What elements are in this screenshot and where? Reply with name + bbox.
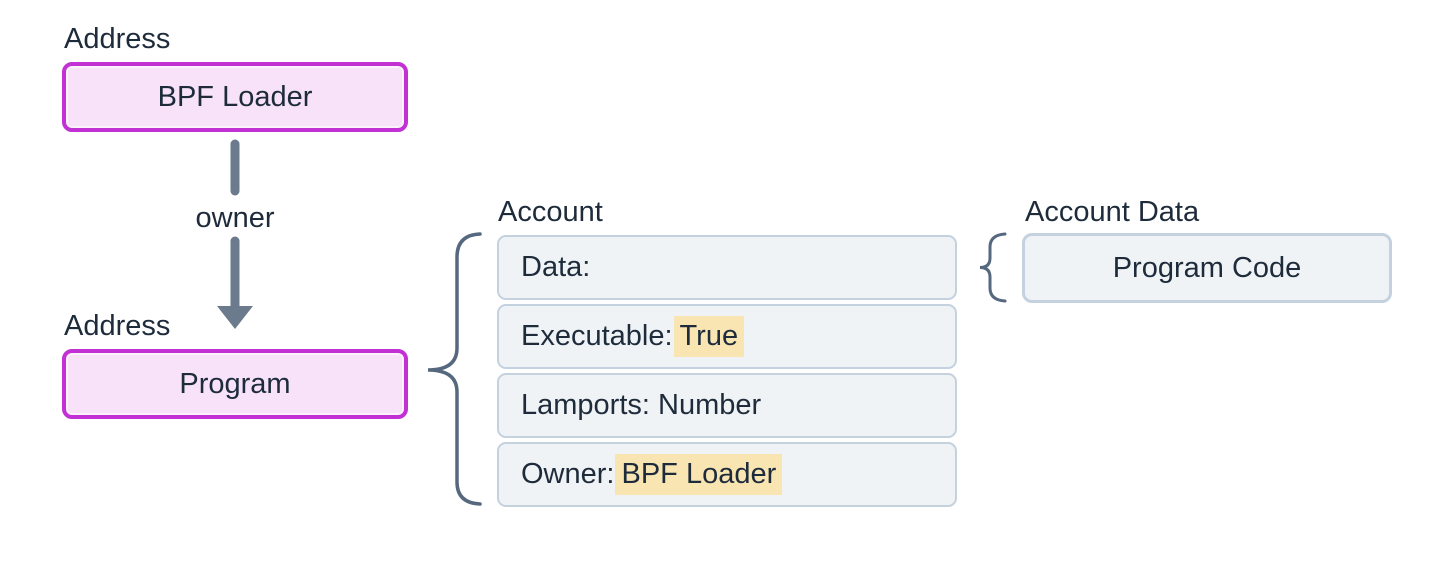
program-code-node-title: Program Code [1112, 251, 1302, 284]
account-row-data: Data: [497, 235, 957, 300]
account-row-executable-text: Executable: [521, 320, 673, 352]
bpf-loader-node: BPF Loader [62, 62, 408, 132]
account-row-lamports-text: Lamports: Number [521, 389, 762, 421]
account-row-executable-highlight: True [673, 316, 745, 357]
account-row-owner-highlight: BPF Loader [615, 454, 783, 495]
account-row-executable: Executable:True [497, 304, 957, 369]
account-row-data-text: Data: [521, 251, 591, 283]
account-data-curly-brace [979, 232, 1007, 303]
bpf-loader-address-label: Address [64, 23, 171, 55]
account-curly-brace [427, 232, 482, 506]
program-address-label: Address [64, 310, 171, 342]
program-node-title: Program [179, 367, 291, 400]
account-row-owner: Owner:BPF Loader [497, 442, 957, 507]
account-row-lamports: Lamports: Number [497, 373, 957, 438]
account-row-owner-text: Owner: [521, 458, 615, 490]
owner-arrowhead-icon [217, 306, 253, 329]
program-code-node: Program Code [1022, 233, 1392, 303]
owner-edge-label: owner [195, 202, 275, 234]
bpf-loader-node-title: BPF Loader [157, 80, 313, 113]
account-section-label: Account [498, 196, 603, 228]
program-node: Program [62, 349, 408, 419]
account-data-section-label: Account Data [1025, 196, 1200, 228]
